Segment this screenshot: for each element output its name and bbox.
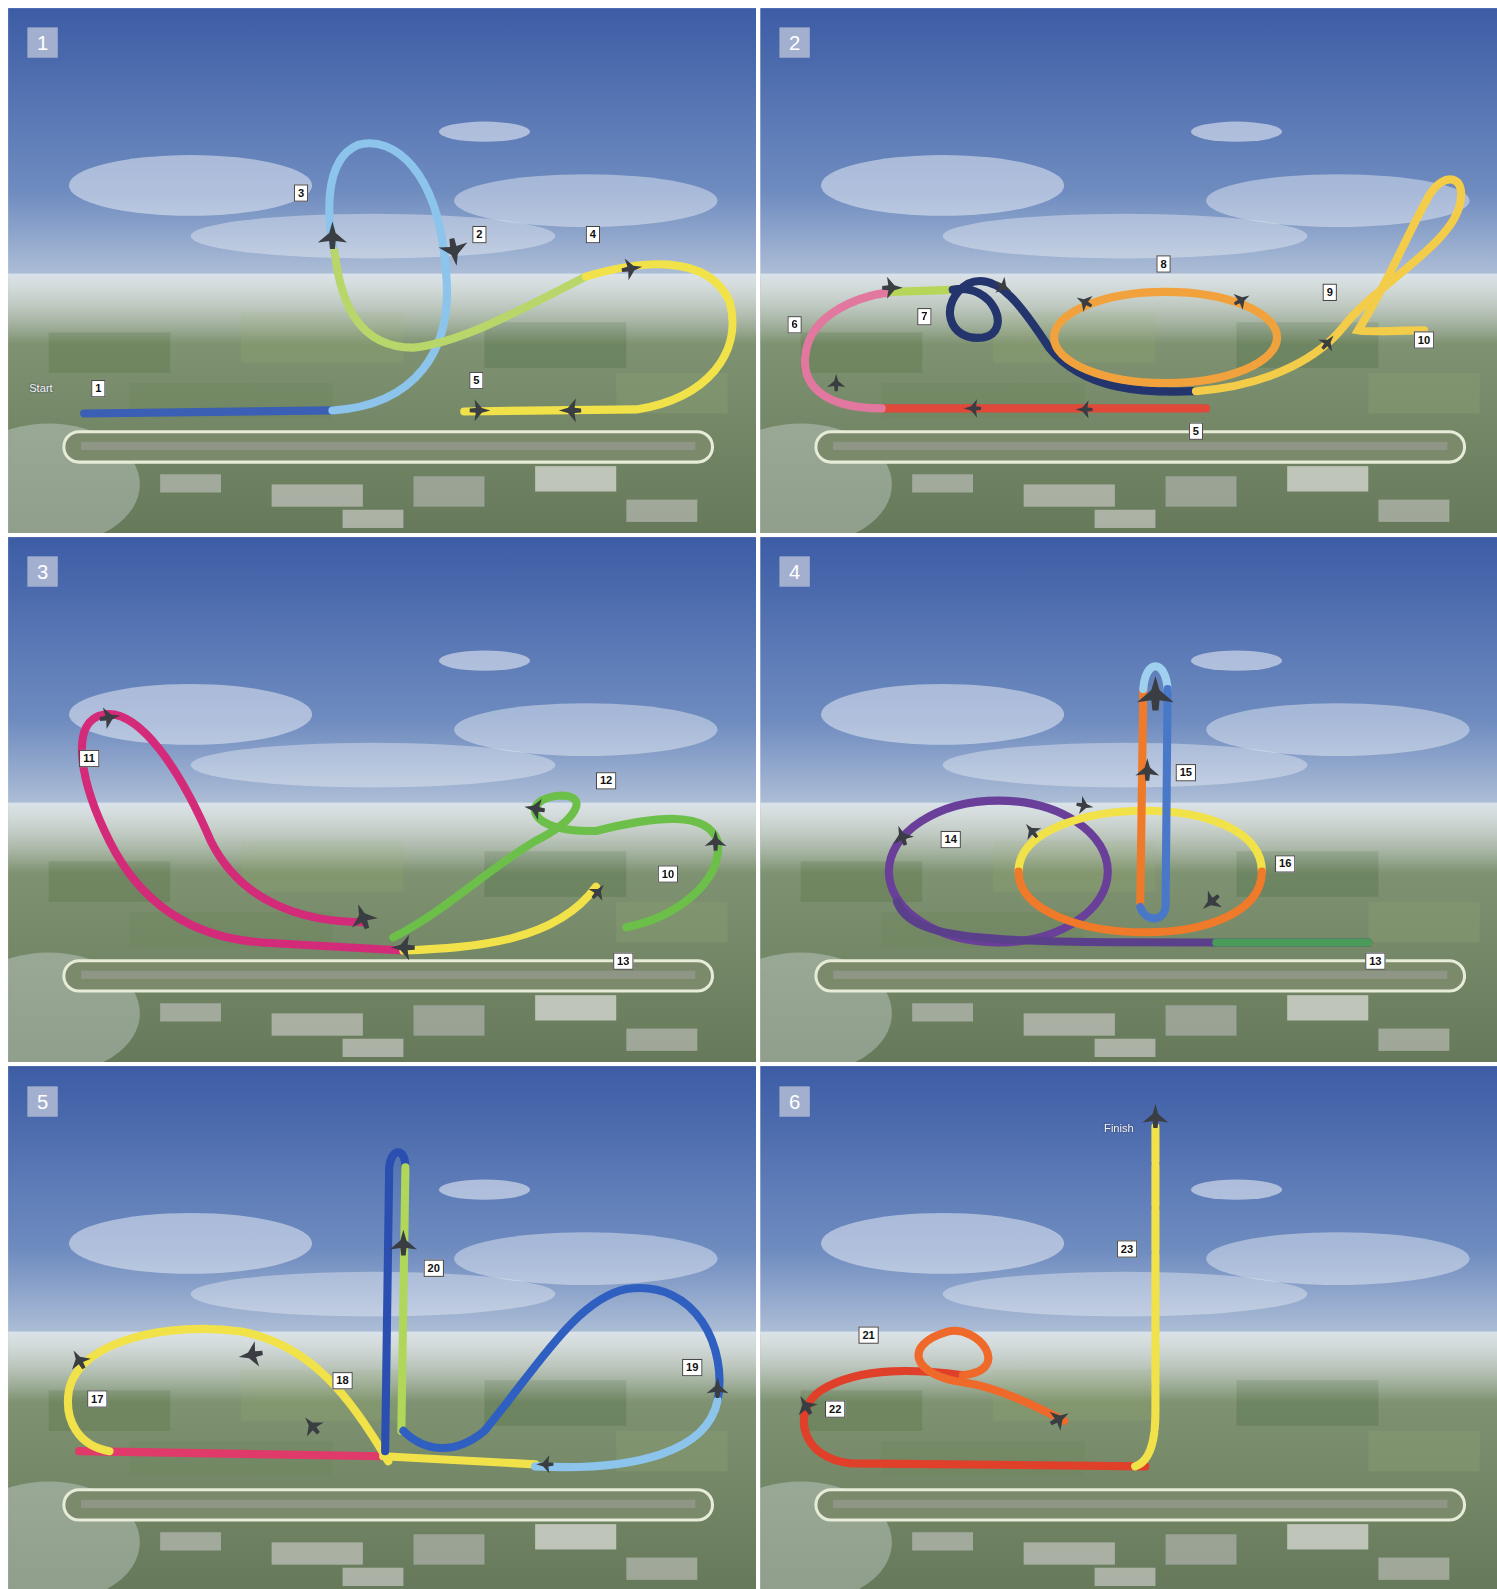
callout-number: 15	[1176, 764, 1197, 781]
callout-number: 23	[1117, 1240, 1138, 1257]
maneuver-note: Start	[27, 382, 55, 395]
callout-number: 18	[332, 1372, 353, 1389]
callout-number: 16	[1275, 855, 1296, 872]
callout-number: 5	[469, 371, 483, 388]
callout-number: 3	[294, 184, 308, 201]
callout-number: 22	[825, 1400, 846, 1417]
callout-number: 21	[858, 1326, 879, 1343]
callout-number: 5	[1189, 422, 1203, 439]
panel-number: 5	[27, 1086, 57, 1116]
callout-number: 6	[787, 316, 801, 333]
callout-number: 14	[940, 830, 961, 847]
callout-number: 2	[472, 225, 486, 242]
callout-number: 10	[658, 865, 679, 882]
panel-number: 1	[27, 27, 57, 57]
callout-number: 20	[424, 1259, 445, 1276]
callout-number: 7	[917, 308, 931, 325]
callout-number: 1	[91, 380, 105, 397]
callout-number: 13	[1365, 952, 1386, 969]
callout-number: 17	[87, 1390, 108, 1407]
maneuver-note: Finish	[1102, 1121, 1136, 1134]
panel-number: 2	[779, 27, 809, 57]
callout-number: 19	[682, 1358, 703, 1375]
callout-number: 4	[586, 225, 600, 242]
callout-number: 12	[596, 772, 617, 789]
callout-number: 9	[1323, 283, 1337, 300]
callout-number: 11	[79, 749, 99, 766]
callout-number: 13	[613, 952, 634, 969]
panel-number: 6	[779, 1086, 809, 1116]
callout-number: 10	[1414, 331, 1435, 348]
panel-number: 3	[27, 556, 57, 586]
callout-number: 8	[1156, 255, 1170, 272]
panel-number: 4	[779, 556, 809, 586]
